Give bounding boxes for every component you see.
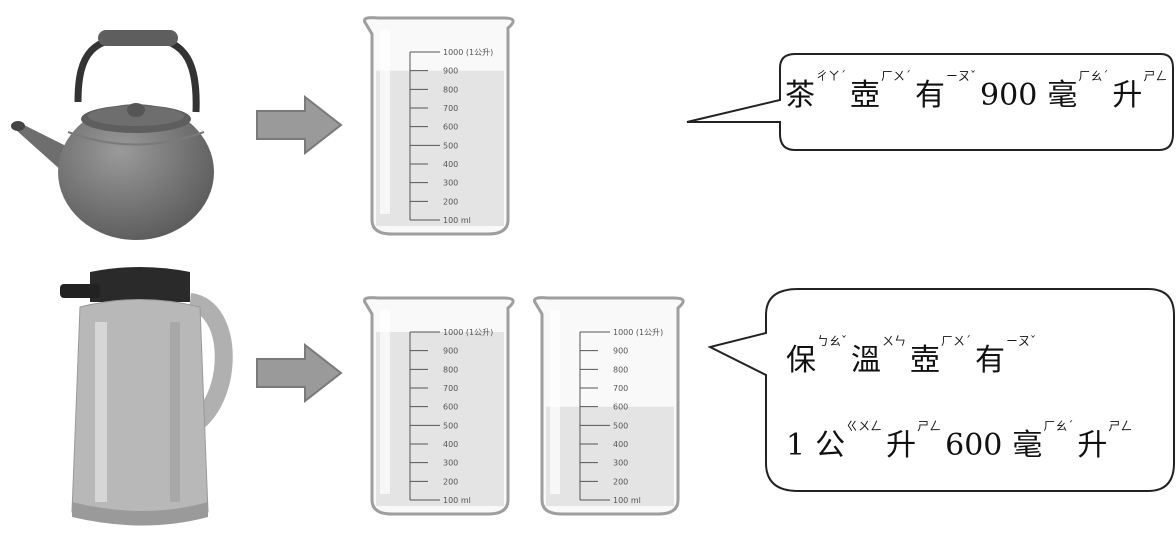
liquid-fill	[376, 332, 504, 506]
zhuyin-annotation: ㄏㄨˊ	[941, 334, 972, 348]
hanzi-char: 毫	[1047, 78, 1078, 113]
tick-label: 100 ml	[613, 496, 641, 505]
tick-label: 700	[613, 384, 628, 393]
tick-label: 800	[613, 365, 628, 374]
tick-label: 1000 (1公升)	[613, 328, 663, 337]
tick-label: 300	[443, 179, 458, 188]
zhuyin-annotation: ㄍㄨㄥ	[846, 419, 883, 433]
zhuyin-annotation: ㄏㄨˊ	[881, 69, 912, 83]
tick-label: 300	[443, 459, 458, 468]
zhuyin-annotation: ㄅㄠˇ	[817, 334, 848, 348]
measuring-beaker-full: 1000 (1公升) 900 800 700 600 500 400 300 200 100 ml	[350, 290, 520, 525]
zhuyin-annotation: ㄔㄚˊ	[816, 69, 847, 83]
tick-label: 800	[443, 365, 458, 374]
tick-label: 1000 (1公升)	[443, 328, 493, 337]
measuring-beaker: 1000 (1公升) 900 800 700 600 500 400 300 200 100 ml	[350, 10, 520, 245]
tick-label: 400	[613, 440, 628, 449]
zhuyin-annotation: ㄕㄥ	[917, 419, 942, 433]
teapot-illustration	[8, 22, 233, 247]
zhuyin-annotation: ㄕㄥ	[1108, 419, 1133, 433]
tick-label: 900	[443, 347, 458, 356]
number-text: 1	[786, 428, 806, 463]
speech-bubble: 茶ㄔㄚˊ壺ㄏㄨˊ有ㄧㄡˇ900 毫ㄏㄠˊ升ㄕㄥ	[685, 50, 1175, 155]
hanzi-char: 升	[886, 428, 917, 463]
thermos-text-line1: 保ㄅㄠˇ溫ㄨㄣ壺ㄏㄨˊ有ㄧㄡˇ	[786, 335, 1040, 379]
zhuyin-annotation: ㄏㄠˊ	[1043, 419, 1074, 433]
tick-label: 600	[443, 123, 458, 132]
hanzi-char: 壺	[850, 78, 881, 113]
teapot-volume-text: 茶ㄔㄚˊ壺ㄏㄨˊ有ㄧㄡˇ900 毫ㄏㄠˊ升ㄕㄥ	[785, 70, 1171, 114]
tick-label: 800	[443, 85, 458, 94]
zhuyin-annotation: ㄕㄥ	[1143, 69, 1168, 83]
zhuyin-annotation: ㄧㄡˇ	[946, 69, 977, 83]
hanzi-char: 保	[786, 343, 816, 378]
arrow-right-icon	[255, 343, 345, 403]
tick-label: 400	[443, 160, 458, 169]
zhuyin-annotation: ㄨㄣ	[882, 334, 907, 348]
zhuyin-annotation: ㄧㄡˇ	[1006, 334, 1037, 348]
tick-label: 600	[613, 403, 628, 412]
arrow-right-icon	[255, 95, 345, 155]
liquid-fill	[376, 70, 504, 226]
liquid-fill	[546, 406, 674, 506]
beaker-glass	[363, 16, 515, 236]
zhuyin-annotation: ㄏㄠˊ	[1078, 69, 1109, 83]
number-text: 900	[980, 78, 1038, 113]
tick-label: 900	[443, 67, 458, 76]
hanzi-char: 公	[815, 428, 846, 463]
tick-label: 100 ml	[443, 496, 471, 505]
hanzi-char: 茶	[785, 78, 815, 113]
tick-label: 200	[443, 197, 458, 206]
hanzi-char: 壺	[910, 343, 941, 378]
beaker-glass	[363, 296, 515, 516]
tick-label: 100 ml	[443, 216, 471, 225]
tick-label: 500	[443, 141, 458, 150]
beaker-glass	[533, 296, 685, 516]
tick-label: 500	[613, 421, 628, 430]
number-text: 600	[945, 428, 1003, 463]
tick-label: 300	[613, 459, 628, 468]
tick-label: 400	[443, 440, 458, 449]
hanzi-char: 有	[915, 78, 946, 113]
tick-label: 900	[613, 347, 628, 356]
tick-label: 1000 (1公升)	[443, 48, 493, 57]
measuring-beaker-partial: 1000 (1公升) 900 800 700 600 500 400 300 200 100 ml	[520, 290, 690, 525]
hanzi-char: 毫	[1012, 428, 1043, 463]
tick-label: 200	[443, 477, 458, 486]
thermos-illustration	[50, 262, 250, 542]
hanzi-char: 溫	[851, 343, 882, 378]
hanzi-char: 升	[1077, 428, 1108, 463]
tick-label: 500	[443, 421, 458, 430]
tick-label: 600	[443, 403, 458, 412]
tick-label: 200	[613, 477, 628, 486]
hanzi-char: 升	[1112, 78, 1143, 113]
tick-label: 700	[443, 104, 458, 113]
tick-label: 700	[443, 384, 458, 393]
hanzi-char: 有	[975, 343, 1006, 378]
